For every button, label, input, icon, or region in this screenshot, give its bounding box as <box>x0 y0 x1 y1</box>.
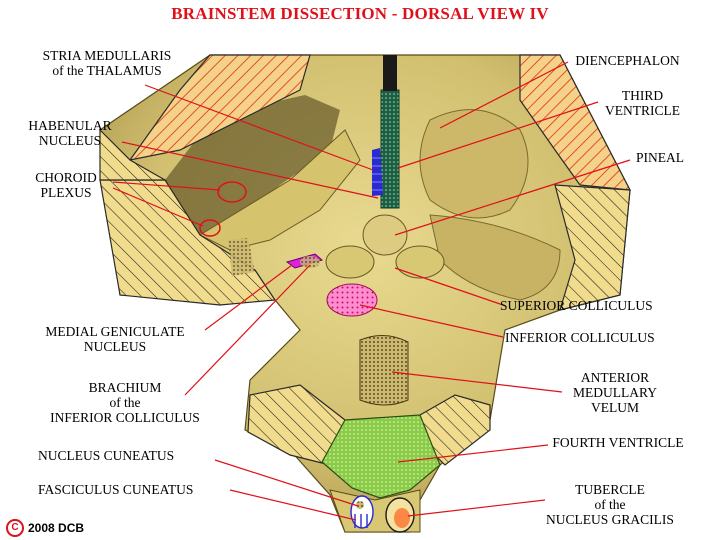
leader-medial-geniculate <box>204 264 293 331</box>
label-line: NUCLEUS <box>83 339 147 354</box>
label-line: CHOROID <box>35 170 97 185</box>
leader-stria <box>144 84 374 171</box>
label-line: TUBERCLE <box>575 482 645 497</box>
label-line: of the THALAMUS <box>52 63 162 78</box>
label-diencephalon: DIENCEPHALON <box>565 53 690 68</box>
label-inferior-colliculus: INFERIOR COLLICULUS <box>505 330 690 345</box>
label-choroid-plexus: CHOROID PLEXUS <box>20 170 112 200</box>
label-line: FOURTH VENTRICLE <box>552 435 684 450</box>
copyright-icon: C <box>6 519 24 537</box>
anterior-medullary-velum-region <box>359 335 409 406</box>
superior-colliculus-right <box>395 245 445 279</box>
label-anterior-medullary-velum: ANTERIOR MEDULLARY VELUM <box>560 370 670 415</box>
tubercle-gracilis-dots <box>394 508 410 528</box>
label-line: VENTRICLE <box>605 103 680 118</box>
pineal-body <box>362 214 408 256</box>
brachium-region <box>300 256 320 268</box>
fourth-ventricle-region <box>321 414 441 499</box>
leader-velum <box>391 371 563 393</box>
label-line: PLEXUS <box>40 185 92 200</box>
leader-fasciculus-cuneatus <box>229 489 357 521</box>
label-line: STRIA MEDULLARIS <box>42 48 172 63</box>
label-nucleus-cuneatus: NUCLEUS CUNEATUS <box>38 448 198 463</box>
label-stria-medullaris: STRIA MEDULLARIS of the THALAMUS <box>22 48 192 78</box>
label-line: of the <box>109 395 141 410</box>
leader-pineal <box>394 159 631 236</box>
label-line: DIENCEPHALON <box>575 53 680 68</box>
upper-left-red-hatch <box>128 54 311 161</box>
superior-colliculus-left <box>325 245 375 279</box>
leader-fourth-ventricle <box>397 444 549 463</box>
leader-third-ventricle <box>397 101 599 169</box>
label-pineal: PINEAL <box>625 150 695 165</box>
label-fasciculus-cuneatus: FASCICULUS CUNEATUS <box>38 482 228 497</box>
diagram-title: BRAINSTEM DISSECTION - DORSAL VIEW IV <box>171 4 549 23</box>
leader-habenular <box>121 141 379 199</box>
leader-choroid-1 <box>112 181 221 191</box>
stria-medullaris-blue <box>372 148 383 196</box>
left-outer-hatch <box>99 128 168 181</box>
label-fourth-ventricle: FOURTH VENTRICLE <box>543 435 693 450</box>
label-line: of the <box>594 497 626 512</box>
label-line: MEDIAL GENICULATE <box>45 324 185 339</box>
leader-choroid-2 <box>112 187 204 227</box>
label-line: INFERIOR COLLICULUS <box>505 330 655 345</box>
label-line: HABENULAR <box>28 118 112 133</box>
leader-diencephalon <box>439 61 569 129</box>
copyright-text: 2008 DCB <box>28 521 85 535</box>
right-lower-lobe <box>429 214 561 301</box>
label-line: NUCLEUS CUNEATUS <box>38 448 175 463</box>
third-ventricle-dark <box>383 55 397 91</box>
upper-right-red-hatch <box>519 54 632 191</box>
label-line: PINEAL <box>636 150 684 165</box>
right-black-hatch <box>554 184 631 311</box>
label-line: BRACHIUM <box>88 380 162 395</box>
fasciculus-cuneatus-lines <box>354 514 368 528</box>
label-tubercle-gracilis: TUBERCLE of the NUCLEUS GRACILIS <box>530 482 690 527</box>
choroid-oval-1 <box>217 181 247 203</box>
leader-superior-colliculus <box>394 267 504 306</box>
choroid-oval-2 <box>199 219 221 237</box>
label-superior-colliculus: SUPERIOR COLLICULUS <box>500 298 685 313</box>
label-line: NUCLEUS <box>38 133 102 148</box>
label-line: NUCLEUS GRACILIS <box>546 512 674 527</box>
left-dotted-patch <box>228 238 255 276</box>
label-line: MEDULLARY <box>573 385 657 400</box>
label-habenular-nucleus: HABENULAR NUCLEUS <box>20 118 120 148</box>
leader-lines <box>112 61 631 521</box>
leader-nucleus-cuneatus <box>214 459 359 507</box>
label-line: THIRD <box>621 88 664 103</box>
label-line: INFERIOR COLLICULUS <box>50 410 200 425</box>
label-brachium: BRACHIUM of the INFERIOR COLLICULUS <box>35 380 215 425</box>
label-line: FASCICULUS CUNEATUS <box>38 482 194 497</box>
copyright-notice: C 2008 DCB <box>6 519 84 537</box>
third-ventricle-region <box>380 89 400 209</box>
inferior-colliculus-region <box>326 283 378 317</box>
label-line: ANTERIOR <box>580 370 650 385</box>
right-lobe-detail <box>419 109 529 219</box>
leader-inferior-colliculus <box>359 304 504 338</box>
label-line: SUPERIOR COLLICULUS <box>500 298 653 313</box>
leader-brachium <box>184 264 311 396</box>
leader-tubercle-gracilis <box>407 499 546 517</box>
nucleus-cuneatus-dot <box>356 501 364 509</box>
label-third-ventricle: THIRD VENTRICLE <box>595 88 690 118</box>
label-medial-geniculate: MEDIAL GENICULATE NUCLEUS <box>25 324 205 354</box>
label-line: VELUM <box>591 400 639 415</box>
